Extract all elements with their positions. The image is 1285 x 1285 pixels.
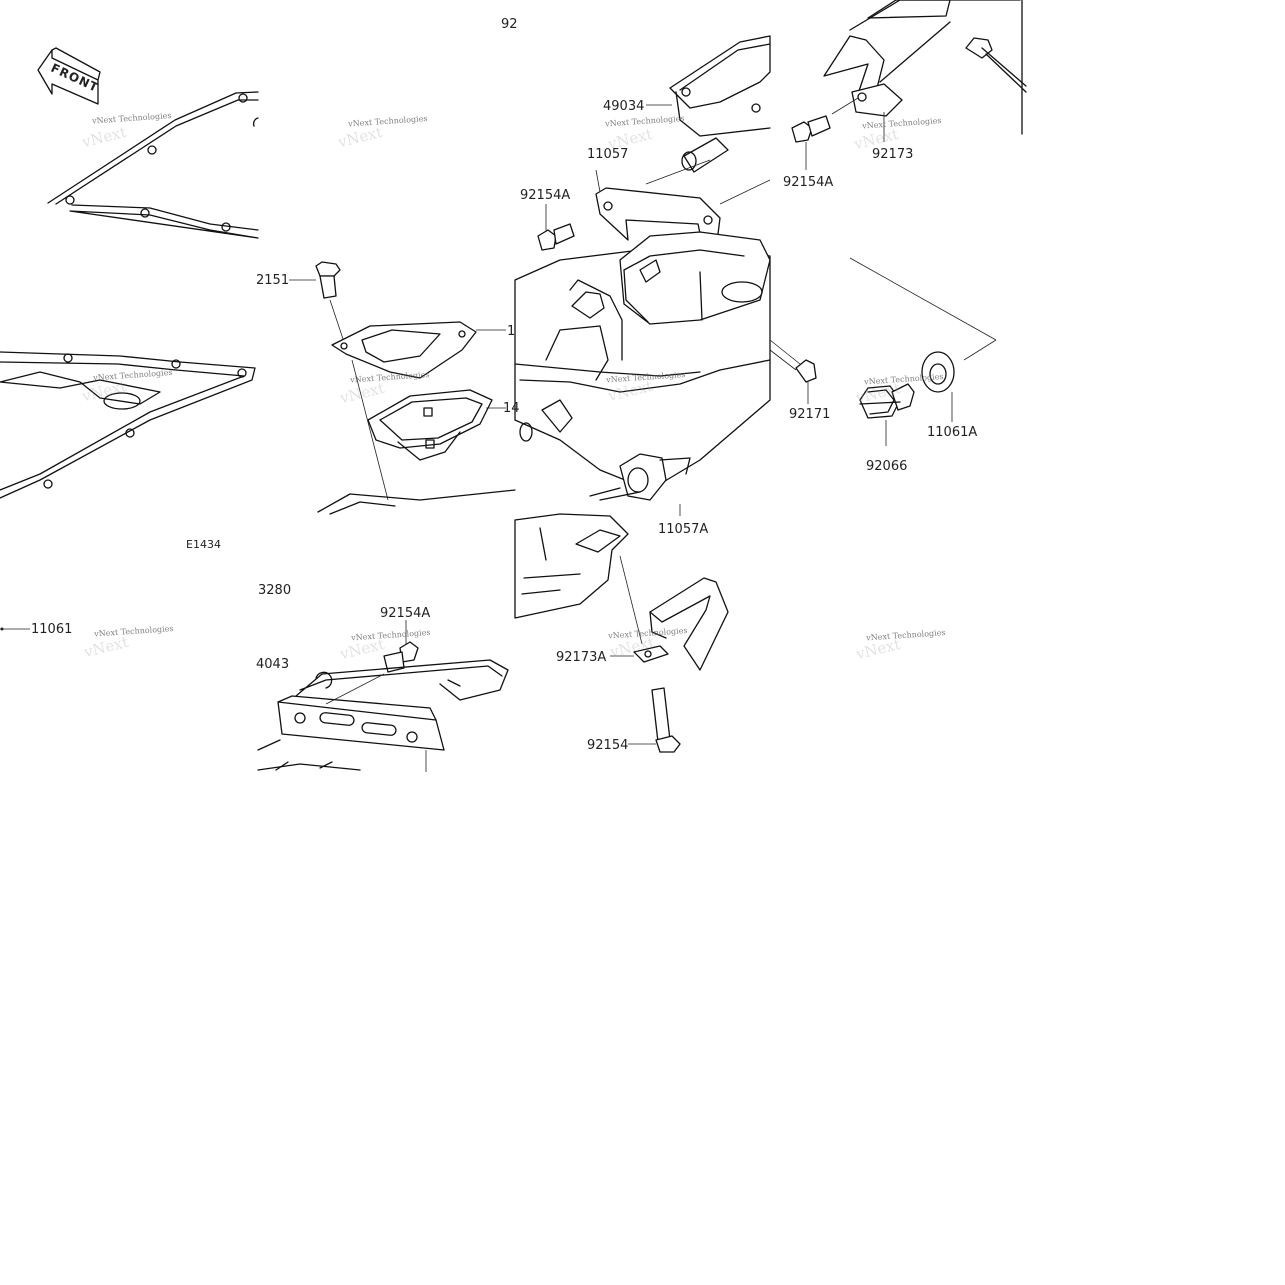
part-labels: 92 49034 11057 92154A 92154A 92173 2151 …: [31, 17, 977, 753]
panel-top-left-gasket: [47, 91, 259, 239]
label-1-right: 1: [507, 324, 515, 339]
panel-oil-pan: [514, 169, 801, 516]
svg-text:vNext: vNext: [605, 125, 654, 154]
label-e1434: E1434: [186, 538, 221, 551]
label-11061: 11061: [31, 622, 72, 637]
label-92066: 92066: [866, 459, 907, 474]
panel-top-center-cover: [645, 35, 771, 205]
label-92171: 92171: [789, 407, 830, 422]
panel-pan-clip: [514, 513, 729, 753]
label-2151: 2151: [256, 273, 289, 288]
label-92173A: 92173A: [556, 650, 606, 665]
label-92154A-b: 92154A: [783, 175, 833, 190]
label-11061A: 11061A: [927, 425, 977, 440]
label-11057: 11057: [587, 147, 628, 162]
watermark-4: vNext Technologies: [861, 116, 942, 131]
watermark-12: vNext Technologies: [865, 628, 946, 643]
watermark-9: vNext Technologies: [93, 624, 174, 639]
label-92154: 92154: [587, 738, 628, 753]
watermark-5: vNext Technologies: [92, 368, 173, 383]
label-3280: 3280: [258, 583, 291, 598]
label-92173: 92173: [872, 147, 913, 162]
label-92154A-c: 92154A: [380, 606, 430, 621]
watermark-2: vNext Technologies: [347, 114, 428, 129]
strainer-mesh: [423, 407, 435, 449]
leader-lines: [0, 627, 30, 631]
label-92154A-a: 92154A: [520, 188, 570, 203]
front-arrow-icon: FRONT: [37, 47, 101, 105]
label-4043: 4043: [256, 657, 289, 672]
svg-text:vNext: vNext: [79, 123, 128, 152]
panel-oil-pipe-bracket: [257, 620, 509, 772]
panel-oil-strainer: [289, 261, 516, 515]
label-11057A: 11057A: [658, 522, 708, 537]
label-14: 14: [503, 401, 520, 416]
label-92-top: 92: [501, 17, 518, 32]
watermark-6: vNext Technologies: [349, 370, 430, 385]
watermark-1: vNext Technologies: [91, 111, 172, 126]
label-49034: 49034: [603, 99, 644, 114]
watermark-10: vNext Technologies: [350, 628, 431, 643]
panel-top-right-bracket: [791, 0, 1027, 170]
panel-middle-left-gasket: [0, 351, 256, 499]
watermarks: vNext vNext Technologies vNext vNext Tec…: [79, 111, 946, 664]
panel-drain-plug: [795, 257, 997, 446]
